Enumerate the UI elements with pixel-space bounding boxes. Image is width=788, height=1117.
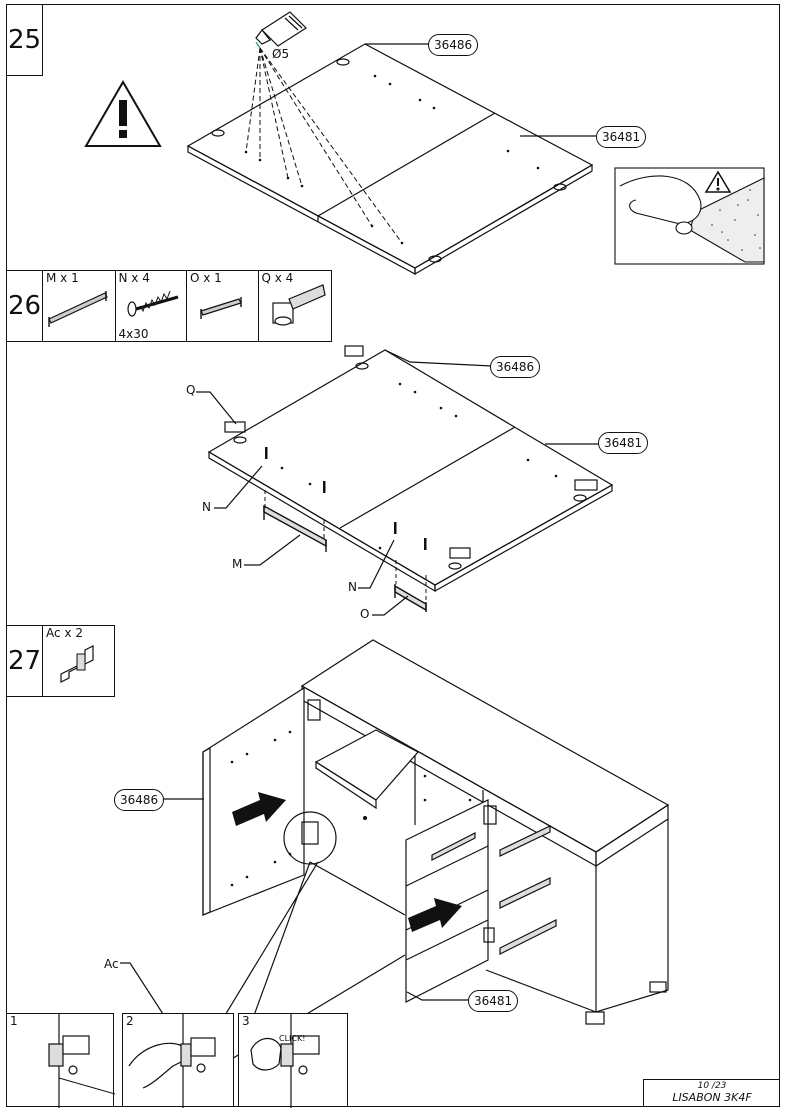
- label-n: N: [202, 500, 211, 514]
- screw-icon: [126, 290, 178, 317]
- hinge-icon: [224, 345, 598, 570]
- part-ref-36481: 36481: [596, 126, 647, 148]
- part-qty: Ac x 2: [46, 626, 83, 640]
- hinge-icon: [48, 1014, 115, 1108]
- substep-3: 3 CLICK!: [238, 1013, 348, 1108]
- part-qty: O x 1: [190, 271, 222, 285]
- part-ref-36486: 36486: [428, 34, 479, 56]
- substep-1: 1: [6, 1013, 115, 1108]
- substep-number: 3: [242, 1014, 250, 1028]
- substep-number: 2: [126, 1014, 134, 1028]
- part-cell-n: N x 4 4x30: [116, 271, 187, 341]
- substep-number: 1: [10, 1014, 18, 1028]
- step-number-26: 26: [6, 270, 43, 342]
- part-ref-36486: 36486: [114, 789, 165, 811]
- part-cell-q: Q x 4: [259, 271, 331, 341]
- step25-doors: [186, 43, 596, 276]
- protect-surface-inset: [614, 167, 765, 265]
- warning-triangle-icon: [84, 80, 162, 147]
- clip-icon: [60, 645, 94, 683]
- label-ac: Ac: [104, 957, 119, 971]
- hand-press-icon: [128, 1014, 216, 1108]
- step-number-27: 27: [6, 625, 43, 697]
- page-frame: [6, 4, 780, 1107]
- part-qty: N x 4: [118, 271, 150, 285]
- hinge-icon: [250, 1014, 320, 1108]
- part-cell-m: M x 1: [43, 271, 116, 341]
- step-number-25: 25: [6, 4, 43, 76]
- parts-list-26: M x 1 N x 4 4x30 O x 1 Q x 4: [42, 270, 332, 342]
- label-q: Q: [186, 383, 196, 397]
- hinge-icon: [301, 699, 497, 943]
- drill-size-label: Ø5: [272, 47, 289, 61]
- part-size: 4x30: [118, 327, 149, 341]
- part-ref-36481: 36481: [468, 990, 519, 1012]
- part-cell-ac: Ac x 2: [42, 625, 115, 697]
- part-ref-36481: 36481: [598, 432, 649, 454]
- hinge-icon: [271, 284, 326, 326]
- arrow-icon: [232, 792, 462, 932]
- substep-2: 2: [122, 1013, 234, 1108]
- handle-icon: [200, 297, 242, 319]
- step27-cabinet: [120, 639, 670, 1061]
- handle-icon: [263, 504, 427, 612]
- drill-icon: [255, 11, 307, 49]
- page-footer: 10 /23 LISABON 3K4F: [643, 1079, 780, 1107]
- handle-icon: [48, 291, 108, 327]
- label-m: M: [232, 557, 243, 571]
- label-o: O: [360, 607, 370, 621]
- part-qty: M x 1: [46, 271, 79, 285]
- click-label: CLICK!: [279, 1034, 306, 1043]
- part-cell-o: O x 1: [187, 271, 259, 341]
- page-number: 10 /23: [697, 1081, 727, 1091]
- step26-doors: [196, 345, 614, 616]
- part-qty: Q x 4: [261, 271, 294, 285]
- model-name: LISABON 3K4F: [672, 1091, 752, 1104]
- part-ref-36486: 36486: [490, 356, 541, 378]
- label-n: N: [348, 580, 357, 594]
